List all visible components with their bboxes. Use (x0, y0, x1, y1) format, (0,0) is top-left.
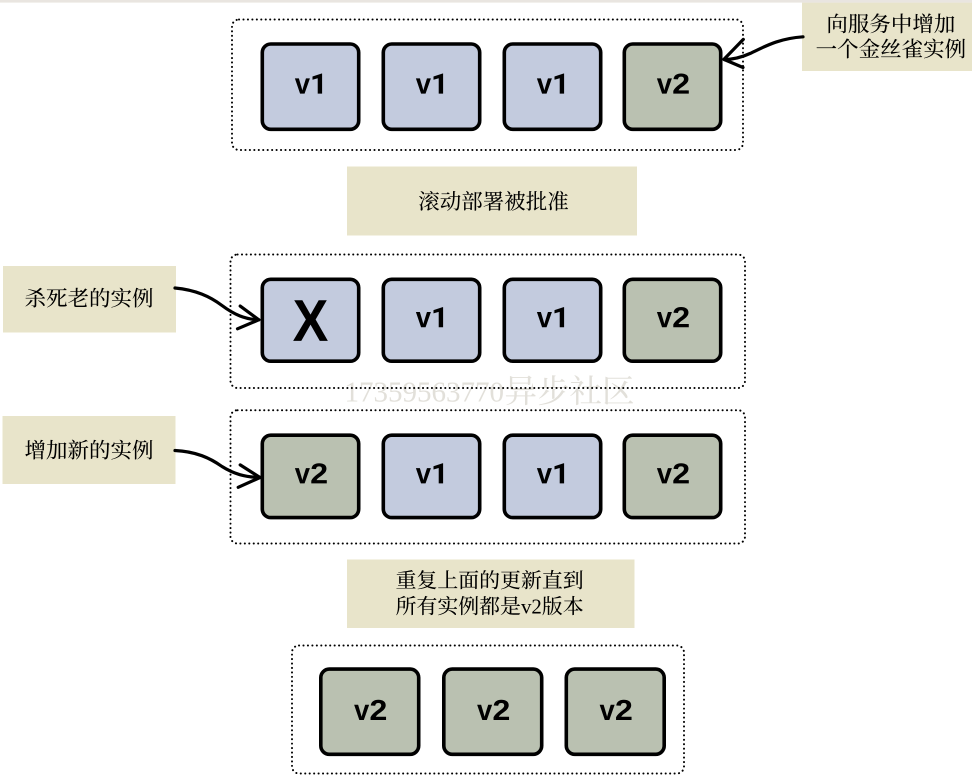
svg-text:17359563770: 17359563770 (345, 377, 505, 409)
svg-text:v2: v2 (521, 595, 542, 619)
